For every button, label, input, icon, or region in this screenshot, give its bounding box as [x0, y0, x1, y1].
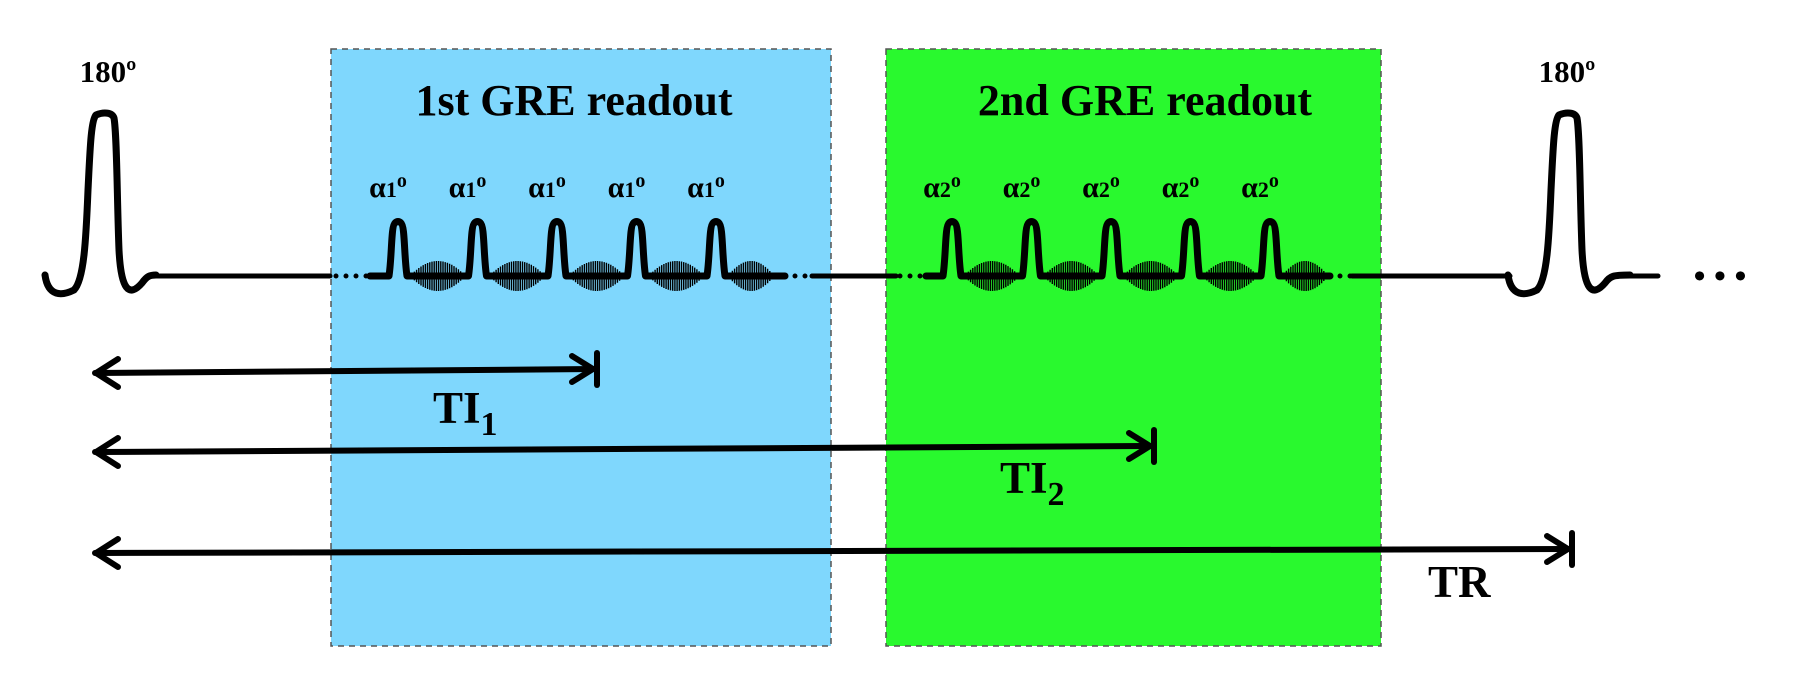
gradient-echo-signal — [729, 261, 773, 291]
inversion-pulse-label-1: 180º — [80, 54, 137, 89]
gradient-echo-signal — [650, 261, 705, 291]
readout-box-2 — [885, 48, 1382, 647]
flip-angle-label: α1o — [528, 170, 566, 204]
flip-angle-label: α2o — [1162, 170, 1200, 204]
gradient-echo-signal — [491, 261, 546, 291]
sequence-continuation-dots: • • • — [1694, 258, 1747, 295]
flip-angle-label: α1o — [608, 170, 646, 204]
gradient-echo-signal — [1204, 261, 1259, 291]
gradient-echo-signal — [1045, 261, 1100, 291]
flip-angle-label: α2o — [1082, 170, 1120, 204]
readout-title-1: 1st GRE readout — [416, 76, 733, 125]
gradient-echo-signal — [570, 261, 625, 291]
readout-pulse-path — [922, 218, 1334, 280]
timing-arrow-ti1 — [92, 350, 600, 390]
flip-angle-label: α2o — [923, 170, 961, 204]
flip-angle-label: α2o — [1241, 170, 1279, 204]
inversion-pulse-2 — [1504, 109, 1634, 298]
gradient-echo-signal — [1124, 261, 1179, 291]
flip-angle-label: α1o — [687, 170, 725, 204]
flip-angle-label: α1o — [369, 170, 407, 204]
readout-title-2: 2nd GRE readout — [978, 76, 1312, 125]
timing-label-ti1: TI1 — [433, 383, 498, 443]
timing-label-ti2: TI2 — [1000, 453, 1065, 513]
flip-angle-labels: α1o α1o α1o α1o α1o α2o α2o α2o α2o α2o — [369, 170, 1279, 204]
gradient-echo-signal — [965, 261, 1020, 291]
timing-arrow-ti2 — [92, 427, 1157, 469]
gradient-echo-signal — [1283, 261, 1327, 291]
flip-angle-label: α1o — [449, 170, 487, 204]
readout-pulse-train-1 — [366, 218, 789, 291]
timing-arrow-tr — [92, 530, 1575, 570]
readout-box-1 — [330, 48, 832, 647]
readout-pulse-train-2 — [922, 218, 1334, 291]
flip-angle-label: α2o — [1003, 170, 1041, 204]
gradient-echo-signal — [411, 261, 466, 291]
readout-pulse-path — [366, 218, 789, 280]
timing-label-tr: TR — [1428, 557, 1491, 607]
inversion-pulse-1 — [41, 109, 160, 298]
inversion-pulse-label-2: 180º — [1539, 54, 1596, 89]
